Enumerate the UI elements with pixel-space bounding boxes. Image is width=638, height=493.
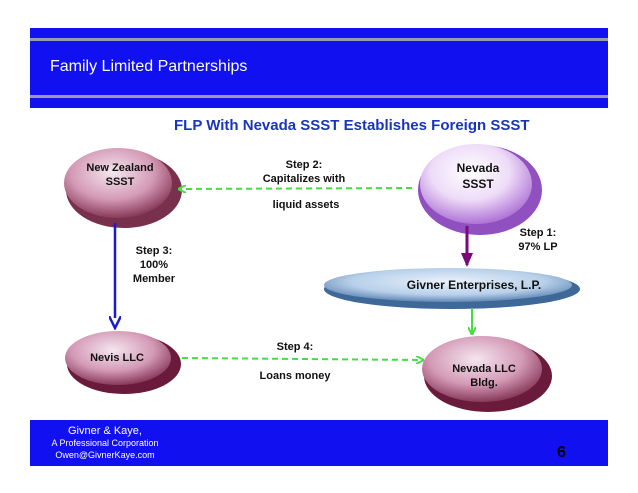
- nevada-ssst-label: Nevada SSST: [438, 160, 518, 192]
- header-top-rule: [30, 38, 608, 41]
- new-zealand-ssst-node: [64, 148, 182, 228]
- step1-label: Step 1: 97% LP: [508, 226, 568, 254]
- nevada-llc-line1: Nevada LLC: [452, 363, 516, 375]
- givner-enterprises-label: Givner Enterprises, L.P.: [406, 278, 542, 292]
- nevis-llc-node: [65, 331, 181, 394]
- nevada-llc-bldg-label: Nevada LLC Bldg.: [442, 362, 526, 390]
- step3-line1: 100%: [139, 259, 169, 271]
- step1-title: Step 1:: [519, 227, 557, 239]
- step3-title: Step 3:: [135, 245, 173, 257]
- nevada-ssst-line1: Nevada: [456, 161, 500, 175]
- nevada-llc-line2: Bldg.: [470, 377, 498, 389]
- header-band: Family Limited Partnerships: [30, 28, 608, 108]
- step3-line2: Member: [132, 273, 176, 285]
- step2-line2: liquid assets: [272, 199, 340, 211]
- new-zealand-line1: New Zealand: [86, 162, 154, 174]
- step2-title: Step 2:: [285, 159, 323, 171]
- nevada-llc-bldg-node: [422, 336, 552, 412]
- footer-firm-block: Givner & Kaye, A Professional Corporatio…: [30, 425, 180, 461]
- header-title: Family Limited Partnerships: [50, 58, 248, 75]
- step1-text: 97% LP: [518, 241, 558, 253]
- header-bottom-rule: [30, 95, 608, 98]
- footer-email: Owen@GivnerKaye.com: [55, 450, 155, 460]
- step3-label: Step 3: 100% Member: [124, 244, 184, 286]
- step2-label: Step 2: Capitalizes with: [248, 158, 360, 186]
- new-zealand-line2: SSST: [105, 176, 135, 188]
- page-number: 6: [557, 444, 566, 461]
- footer-firm: Givner & Kaye,: [68, 425, 142, 437]
- nevada-ssst-node: [418, 144, 542, 235]
- nevada-ssst-line2: SSST: [462, 177, 494, 191]
- step4-title: Step 4:: [276, 341, 314, 353]
- step2-line1: Capitalizes with: [262, 173, 346, 185]
- footer-corp: A Professional Corporation: [51, 438, 159, 448]
- footer-band: [30, 420, 608, 466]
- slide-title: FLP With Nevada SSST Establishes Foreign…: [174, 117, 530, 134]
- new-zealand-ssst-label: New Zealand SSST: [78, 161, 162, 189]
- step4-arrow: [181, 358, 422, 360]
- givner-enterprises-node: [324, 268, 580, 309]
- nevis-llc-label: Nevis LLC: [90, 352, 144, 364]
- step4-text: Loans money: [259, 370, 331, 382]
- step2-arrow: [180, 188, 413, 189]
